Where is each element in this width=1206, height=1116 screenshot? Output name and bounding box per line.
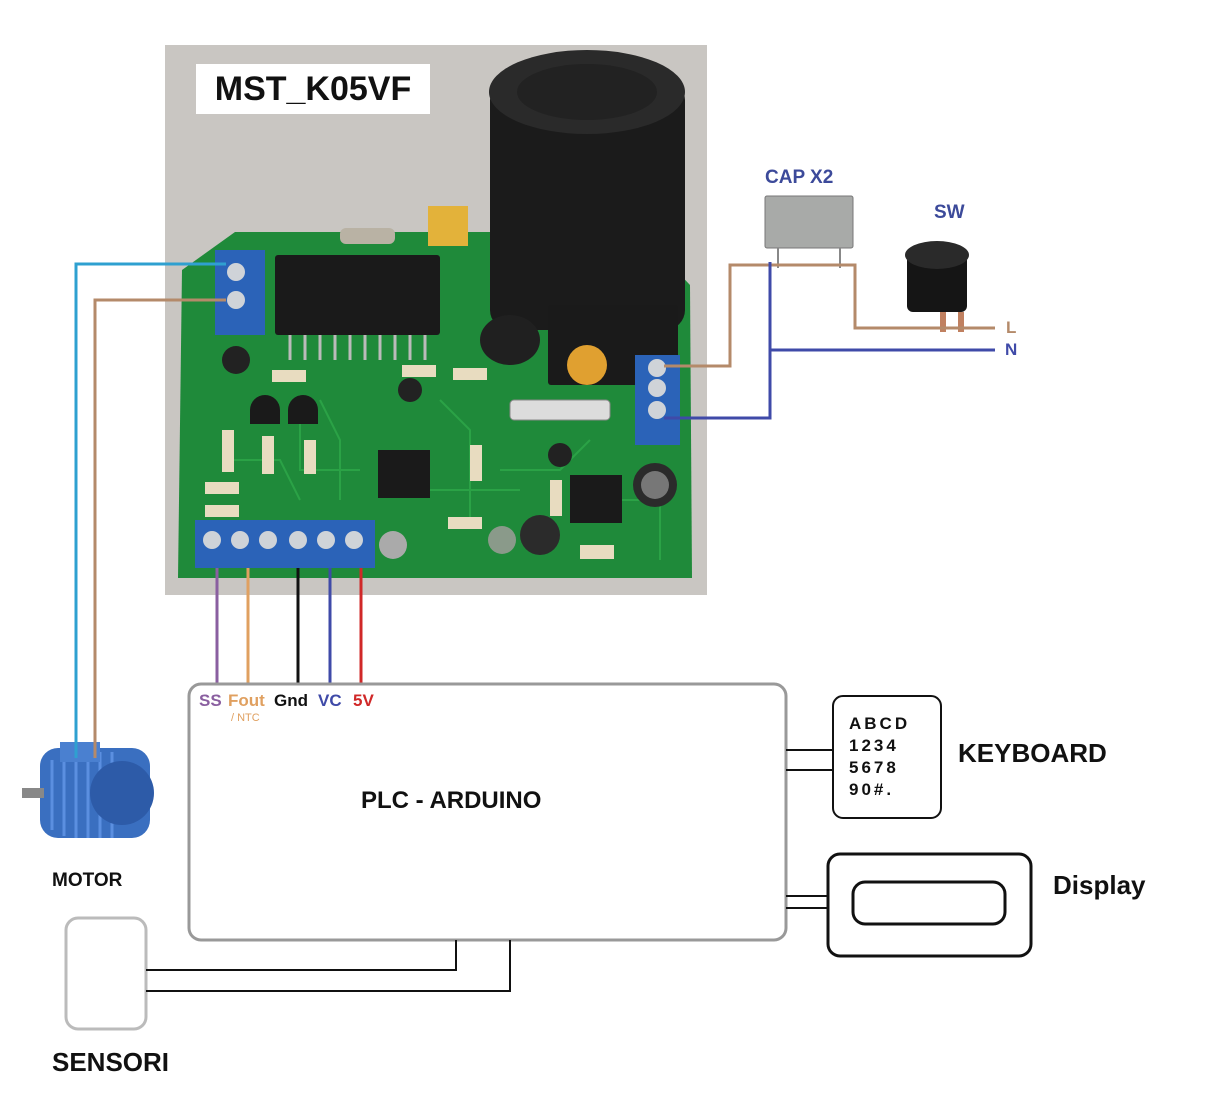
motor-icon bbox=[22, 742, 154, 838]
x2-capacitor bbox=[764, 195, 854, 268]
power-module bbox=[275, 255, 440, 335]
mains-wires bbox=[664, 262, 995, 420]
motor-wires bbox=[74, 262, 226, 758]
display-wires bbox=[786, 895, 828, 909]
motor-label: MOTOR bbox=[52, 870, 123, 891]
capacitor-label: CAP X2 bbox=[765, 167, 834, 188]
plc-title: PLC - ARDUINO bbox=[361, 787, 542, 814]
pcb-board bbox=[178, 50, 692, 578]
control-wires bbox=[215, 568, 363, 683]
sensor-box bbox=[64, 916, 148, 1031]
keyboard-box bbox=[832, 695, 942, 819]
pin-ss-label: SS bbox=[199, 691, 222, 710]
pin-5v-label: 5V bbox=[353, 691, 374, 710]
board-title: MST_K05VF bbox=[196, 64, 430, 114]
control-terminal-block bbox=[195, 520, 375, 568]
line-label: L bbox=[1006, 318, 1017, 337]
keyboard-wires bbox=[786, 749, 833, 771]
sensor-wires bbox=[146, 940, 511, 992]
display-label: Display bbox=[1053, 870, 1146, 900]
sensors-label: SENSORI bbox=[52, 1047, 170, 1077]
pin-fout-sub-label: / NTC bbox=[231, 712, 260, 724]
neutral-label: N bbox=[1005, 340, 1018, 359]
keypad-row-4: 90#. bbox=[849, 780, 895, 799]
pin-fout-label: Fout bbox=[228, 691, 265, 710]
display-screen bbox=[851, 880, 1007, 926]
pin-vc-label: VC bbox=[318, 691, 342, 710]
power-switch bbox=[905, 241, 969, 332]
keypad-row-2: 1234 bbox=[849, 736, 899, 755]
plc-box bbox=[187, 682, 788, 942]
keypad-row-1: ABCD bbox=[849, 714, 911, 733]
bulk-capacitor bbox=[490, 80, 685, 330]
keypad-row-3: 5678 bbox=[849, 758, 899, 777]
keyboard-label: KEYBOARD bbox=[958, 738, 1107, 768]
switch-label: SW bbox=[934, 202, 965, 223]
pin-gnd-label: Gnd bbox=[274, 691, 308, 710]
